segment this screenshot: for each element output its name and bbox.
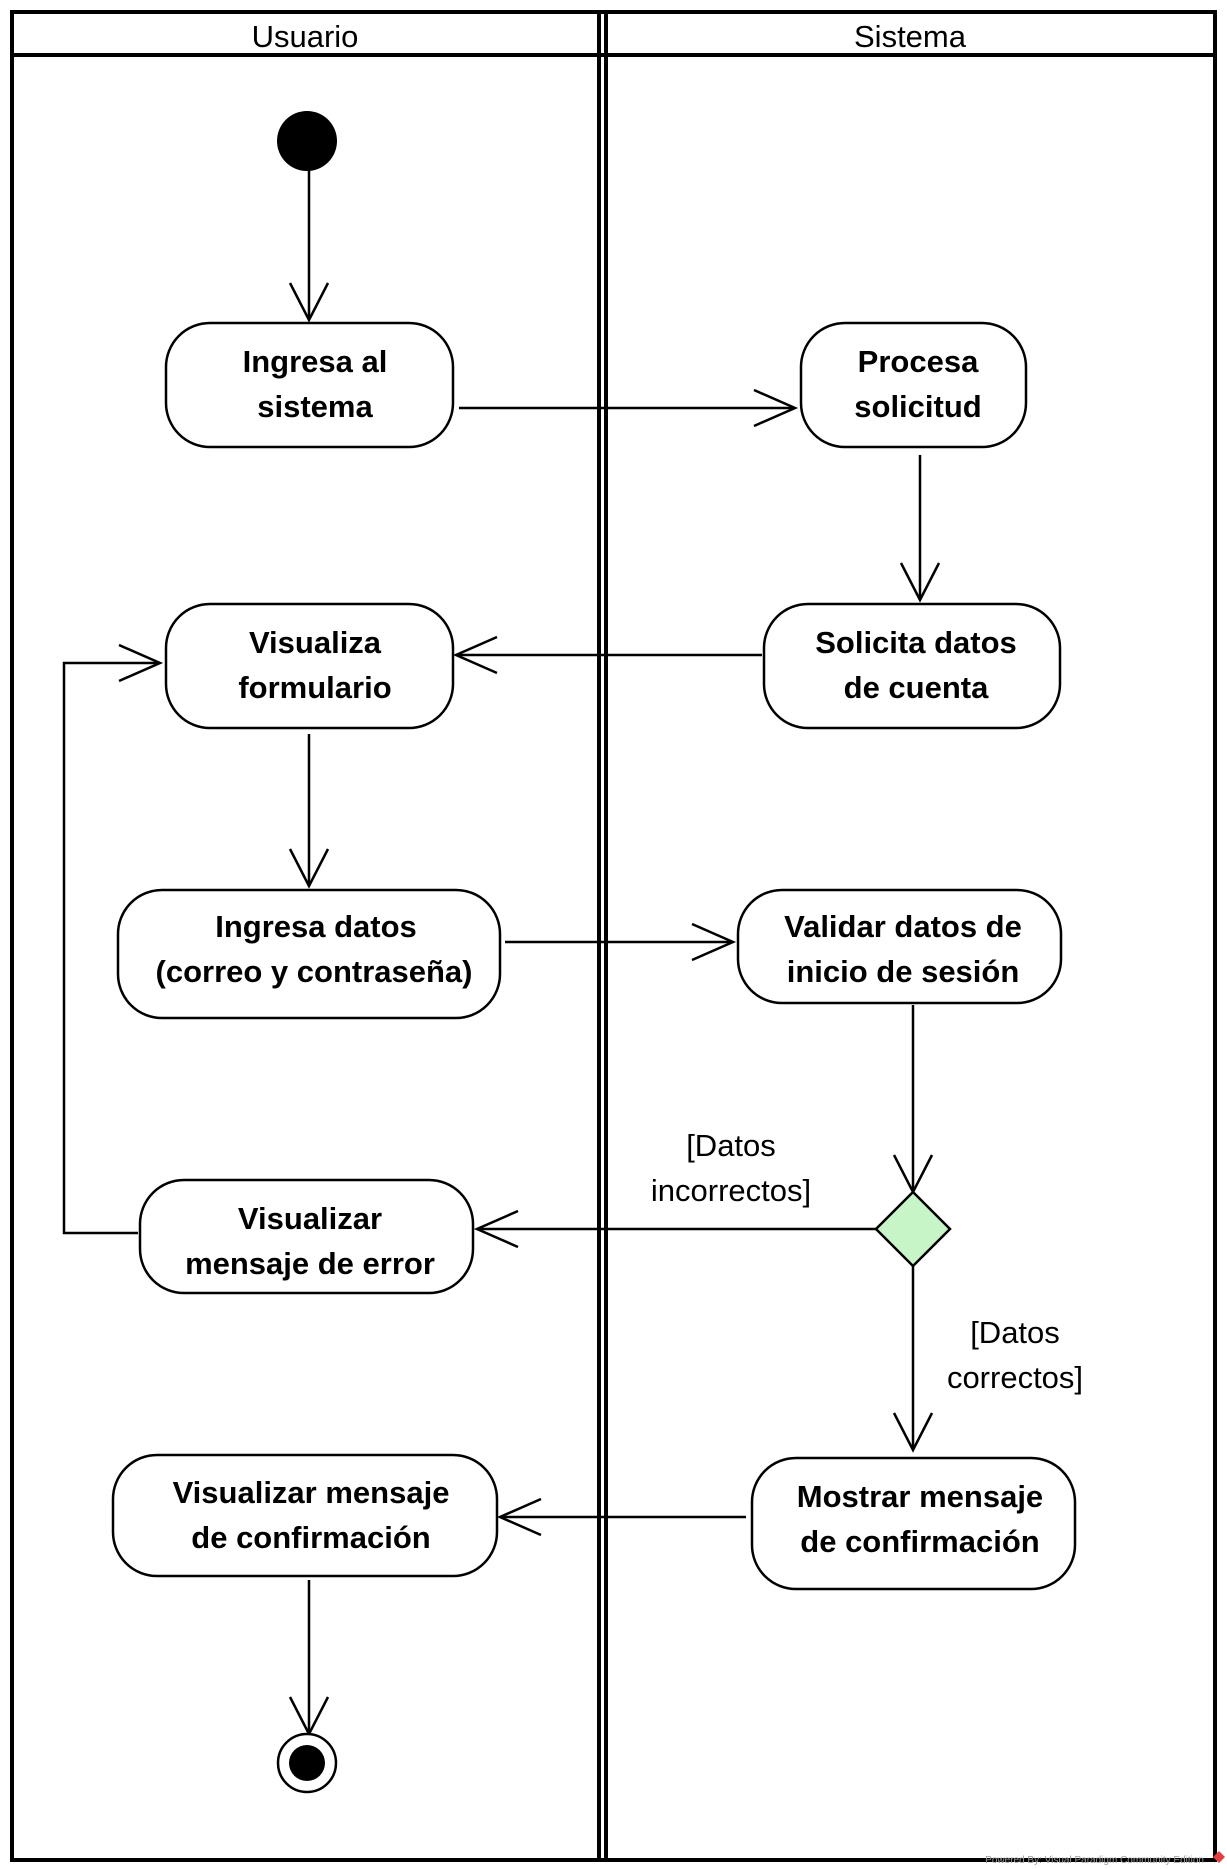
svg-text:incorrectos]: incorrectos] <box>651 1173 811 1208</box>
action-solicita-datos-de-cuenta: Solicita datos de cuenta <box>762 602 1062 730</box>
svg-text:(correo y contraseña): (correo y contraseña) <box>156 954 473 989</box>
svg-text:Ingresa datos: Ingresa datos <box>215 909 417 944</box>
action-ingresa-datos: Ingresa datos (correo y contraseña) <box>116 888 502 1020</box>
svg-text:Visualiza: Visualiza <box>249 625 382 660</box>
svg-text:solicitud: solicitud <box>854 389 981 424</box>
svg-text:inicio de sesión: inicio de sesión <box>787 954 1020 989</box>
svg-text:de confirmación: de confirmación <box>800 1524 1039 1559</box>
watermark-text: Powered By: Visual Paradigm Community Ed… <box>985 1855 1204 1866</box>
lane-title-sistema: Sistema <box>854 19 967 54</box>
action-visualizar-mensaje-de-confirmacion: Visualizar mensaje de confirmación <box>111 1453 499 1578</box>
action-visualizar-mensaje-de-error: Visualizar mensaje de error <box>138 1178 475 1295</box>
guard-datos-incorrectos: [Datos incorrectos] <box>651 1128 811 1208</box>
action-visualiza-formulario: Visualiza formulario <box>164 602 455 730</box>
watermark-logo-icon <box>1213 1851 1225 1863</box>
svg-text:Solicita datos: Solicita datos <box>815 625 1017 660</box>
svg-text:[Datos: [Datos <box>970 1315 1060 1350</box>
action-validar-datos: Validar datos de inicio de sesión <box>736 888 1063 1005</box>
svg-text:formulario: formulario <box>238 670 391 705</box>
svg-text:de cuenta: de cuenta <box>844 670 989 705</box>
flow-edges <box>62 165 941 1737</box>
action-procesa-solicitud: Procesa solicitud <box>799 321 1028 449</box>
svg-text:[Datos: [Datos <box>686 1128 776 1163</box>
svg-text:mensaje de error: mensaje de error <box>185 1246 435 1281</box>
action-mostrar-mensaje-de-confirmacion: Mostrar mensaje de confirmación <box>750 1456 1077 1591</box>
edge-error-loop-to-formulario <box>62 661 160 1235</box>
initial-node <box>277 111 337 171</box>
svg-text:Validar datos de: Validar datos de <box>784 909 1022 944</box>
svg-text:de confirmación: de confirmación <box>191 1520 430 1555</box>
svg-text:Visualizar mensaje: Visualizar mensaje <box>173 1475 450 1510</box>
action-ingresa-al-sistema: Ingresa al sistema <box>164 321 455 449</box>
svg-text:Visualizar: Visualizar <box>238 1201 382 1236</box>
svg-text:Procesa: Procesa <box>858 344 979 379</box>
guard-datos-correctos: [Datos correctos] <box>947 1315 1083 1395</box>
svg-text:correctos]: correctos] <box>947 1360 1083 1395</box>
decision-node <box>874 1190 952 1268</box>
lane-title-usuario: Usuario <box>252 19 359 54</box>
final-node <box>276 1732 338 1794</box>
swimlane-frame <box>10 10 1217 1862</box>
svg-text:sistema: sistema <box>257 389 373 424</box>
svg-text:Mostrar mensaje: Mostrar mensaje <box>797 1479 1043 1514</box>
svg-text:Ingresa al: Ingresa al <box>243 344 388 379</box>
